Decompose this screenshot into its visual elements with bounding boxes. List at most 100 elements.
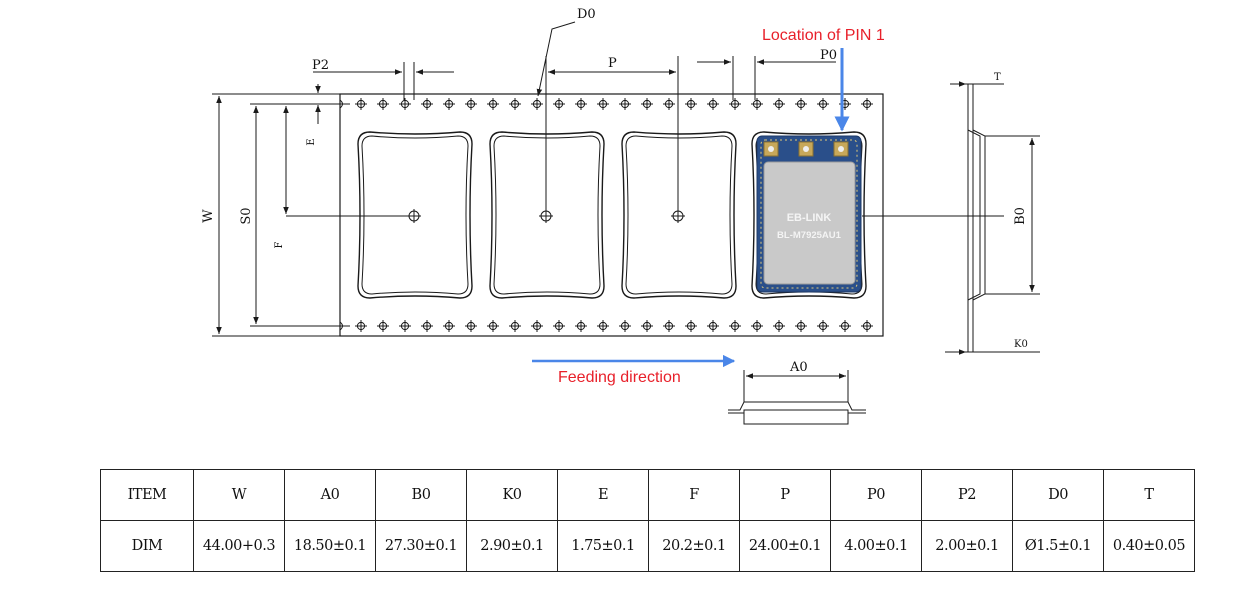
dim-cell: 0.40±0.05 <box>1103 520 1195 572</box>
sprocket-hole <box>421 320 433 332</box>
sprocket-hole <box>817 98 829 110</box>
module-model: BL-M7925AU1 <box>777 230 842 241</box>
sprocket-hole <box>707 320 719 332</box>
sprocket-holes-top <box>339 98 873 110</box>
sprocket-hole <box>685 98 697 110</box>
sprocket-hole <box>795 98 807 110</box>
sprocket-hole <box>751 320 763 332</box>
sprocket-hole <box>619 320 631 332</box>
tape-drawing: EB-LINK BL-M7925AU1 P P2 P0 D0 W S0 F <box>201 7 1040 425</box>
header-cell: W <box>193 469 285 521</box>
header-cell: K0 <box>466 469 558 521</box>
sprocket-hole <box>641 320 653 332</box>
sprocket-hole <box>575 320 587 332</box>
sprocket-hole <box>575 98 587 110</box>
sprocket-hole <box>531 320 543 332</box>
sprocket-hole <box>399 320 411 332</box>
dim-cell: DIM <box>100 520 194 572</box>
sprocket-hole <box>619 98 631 110</box>
sprocket-hole <box>685 320 697 332</box>
header-cell: T <box>1103 469 1195 521</box>
sprocket-hole <box>773 98 785 110</box>
pitch-extension-lines <box>403 56 756 211</box>
dim-cell: 1.75±0.1 <box>557 520 649 572</box>
sprocket-hole <box>707 98 719 110</box>
dim-cell: 20.2±0.1 <box>648 520 740 572</box>
dim-cell: Ø1.5±0.1 <box>1012 520 1104 572</box>
sprocket-hole <box>839 320 851 332</box>
module-brand: EB-LINK <box>787 212 832 224</box>
sprocket-hole <box>663 98 675 110</box>
sprocket-hole <box>773 320 785 332</box>
sprocket-hole <box>399 98 411 110</box>
label-d0: D0 <box>577 7 596 22</box>
sprocket-hole <box>817 320 829 332</box>
sprocket-hole <box>487 98 499 110</box>
label-w: W <box>201 209 216 223</box>
d0-leader <box>536 21 576 97</box>
sprocket-hole <box>751 98 763 110</box>
pocket <box>621 131 737 299</box>
sprocket-hole <box>509 320 521 332</box>
module-shield <box>763 161 856 285</box>
header-cell: F <box>648 469 740 521</box>
sprocket-hole <box>729 320 741 332</box>
label-k0: K0 <box>1014 339 1028 350</box>
label-b0: B0 <box>1013 207 1028 225</box>
header-cell: ITEM <box>100 469 194 521</box>
sprocket-hole <box>443 98 455 110</box>
label-f: F <box>274 241 285 248</box>
sprocket-hole <box>355 98 367 110</box>
sprocket-hole <box>553 98 565 110</box>
sprocket-hole <box>597 320 609 332</box>
sprocket-hole <box>509 98 521 110</box>
sprocket-hole <box>553 320 565 332</box>
header-cell: P2 <box>921 469 1013 521</box>
sprocket-hole <box>421 98 433 110</box>
dim-cell: 4.00±0.1 <box>830 520 922 572</box>
pocket-centers <box>407 209 685 223</box>
sprocket-hole <box>729 98 741 110</box>
dim-cell: 2.00±0.1 <box>921 520 1013 572</box>
wifi-module: EB-LINK BL-M7925AU1 <box>756 135 862 293</box>
label-p: P <box>608 56 617 71</box>
carrier-tape-outline <box>339 93 884 337</box>
label-s0: S0 <box>239 207 254 224</box>
sprocket-hole <box>443 320 455 332</box>
sprocket-hole <box>861 98 873 110</box>
label-p0: P0 <box>820 48 837 63</box>
sprocket-hole <box>465 98 477 110</box>
sprocket-holes-bottom <box>339 320 873 332</box>
sprocket-hole <box>795 320 807 332</box>
sprocket-hole <box>663 320 675 332</box>
dim-cell: 2.90±0.1 <box>466 520 558 572</box>
dim-cell: 18.50±0.1 <box>284 520 376 572</box>
sprocket-hole <box>377 98 389 110</box>
feed-annotation: Feeding direction <box>558 369 681 386</box>
a0-section <box>728 370 866 425</box>
header-cell: A0 <box>284 469 376 521</box>
pin1-annotation: Location of PIN 1 <box>762 27 885 44</box>
header-cell: P0 <box>830 469 922 521</box>
sprocket-hole <box>487 320 499 332</box>
pocket <box>489 131 605 299</box>
sprocket-hole <box>465 320 477 332</box>
header-cell: D0 <box>1012 469 1104 521</box>
label-t: T <box>994 72 1001 83</box>
sprocket-hole <box>377 320 389 332</box>
label-a0: A0 <box>789 360 808 375</box>
header-cell: E <box>557 469 649 521</box>
dim-cell: 24.00±0.1 <box>739 520 831 572</box>
label-e: E <box>306 138 317 145</box>
sprocket-hole <box>597 98 609 110</box>
label-p2: P2 <box>312 58 329 73</box>
pocket <box>357 131 473 299</box>
dim-cell: 44.00+0.3 <box>193 520 285 572</box>
header-cell: P <box>739 469 831 521</box>
header-cell: B0 <box>375 469 467 521</box>
sprocket-hole <box>355 320 367 332</box>
side-view <box>960 83 1040 353</box>
sprocket-hole <box>641 98 653 110</box>
